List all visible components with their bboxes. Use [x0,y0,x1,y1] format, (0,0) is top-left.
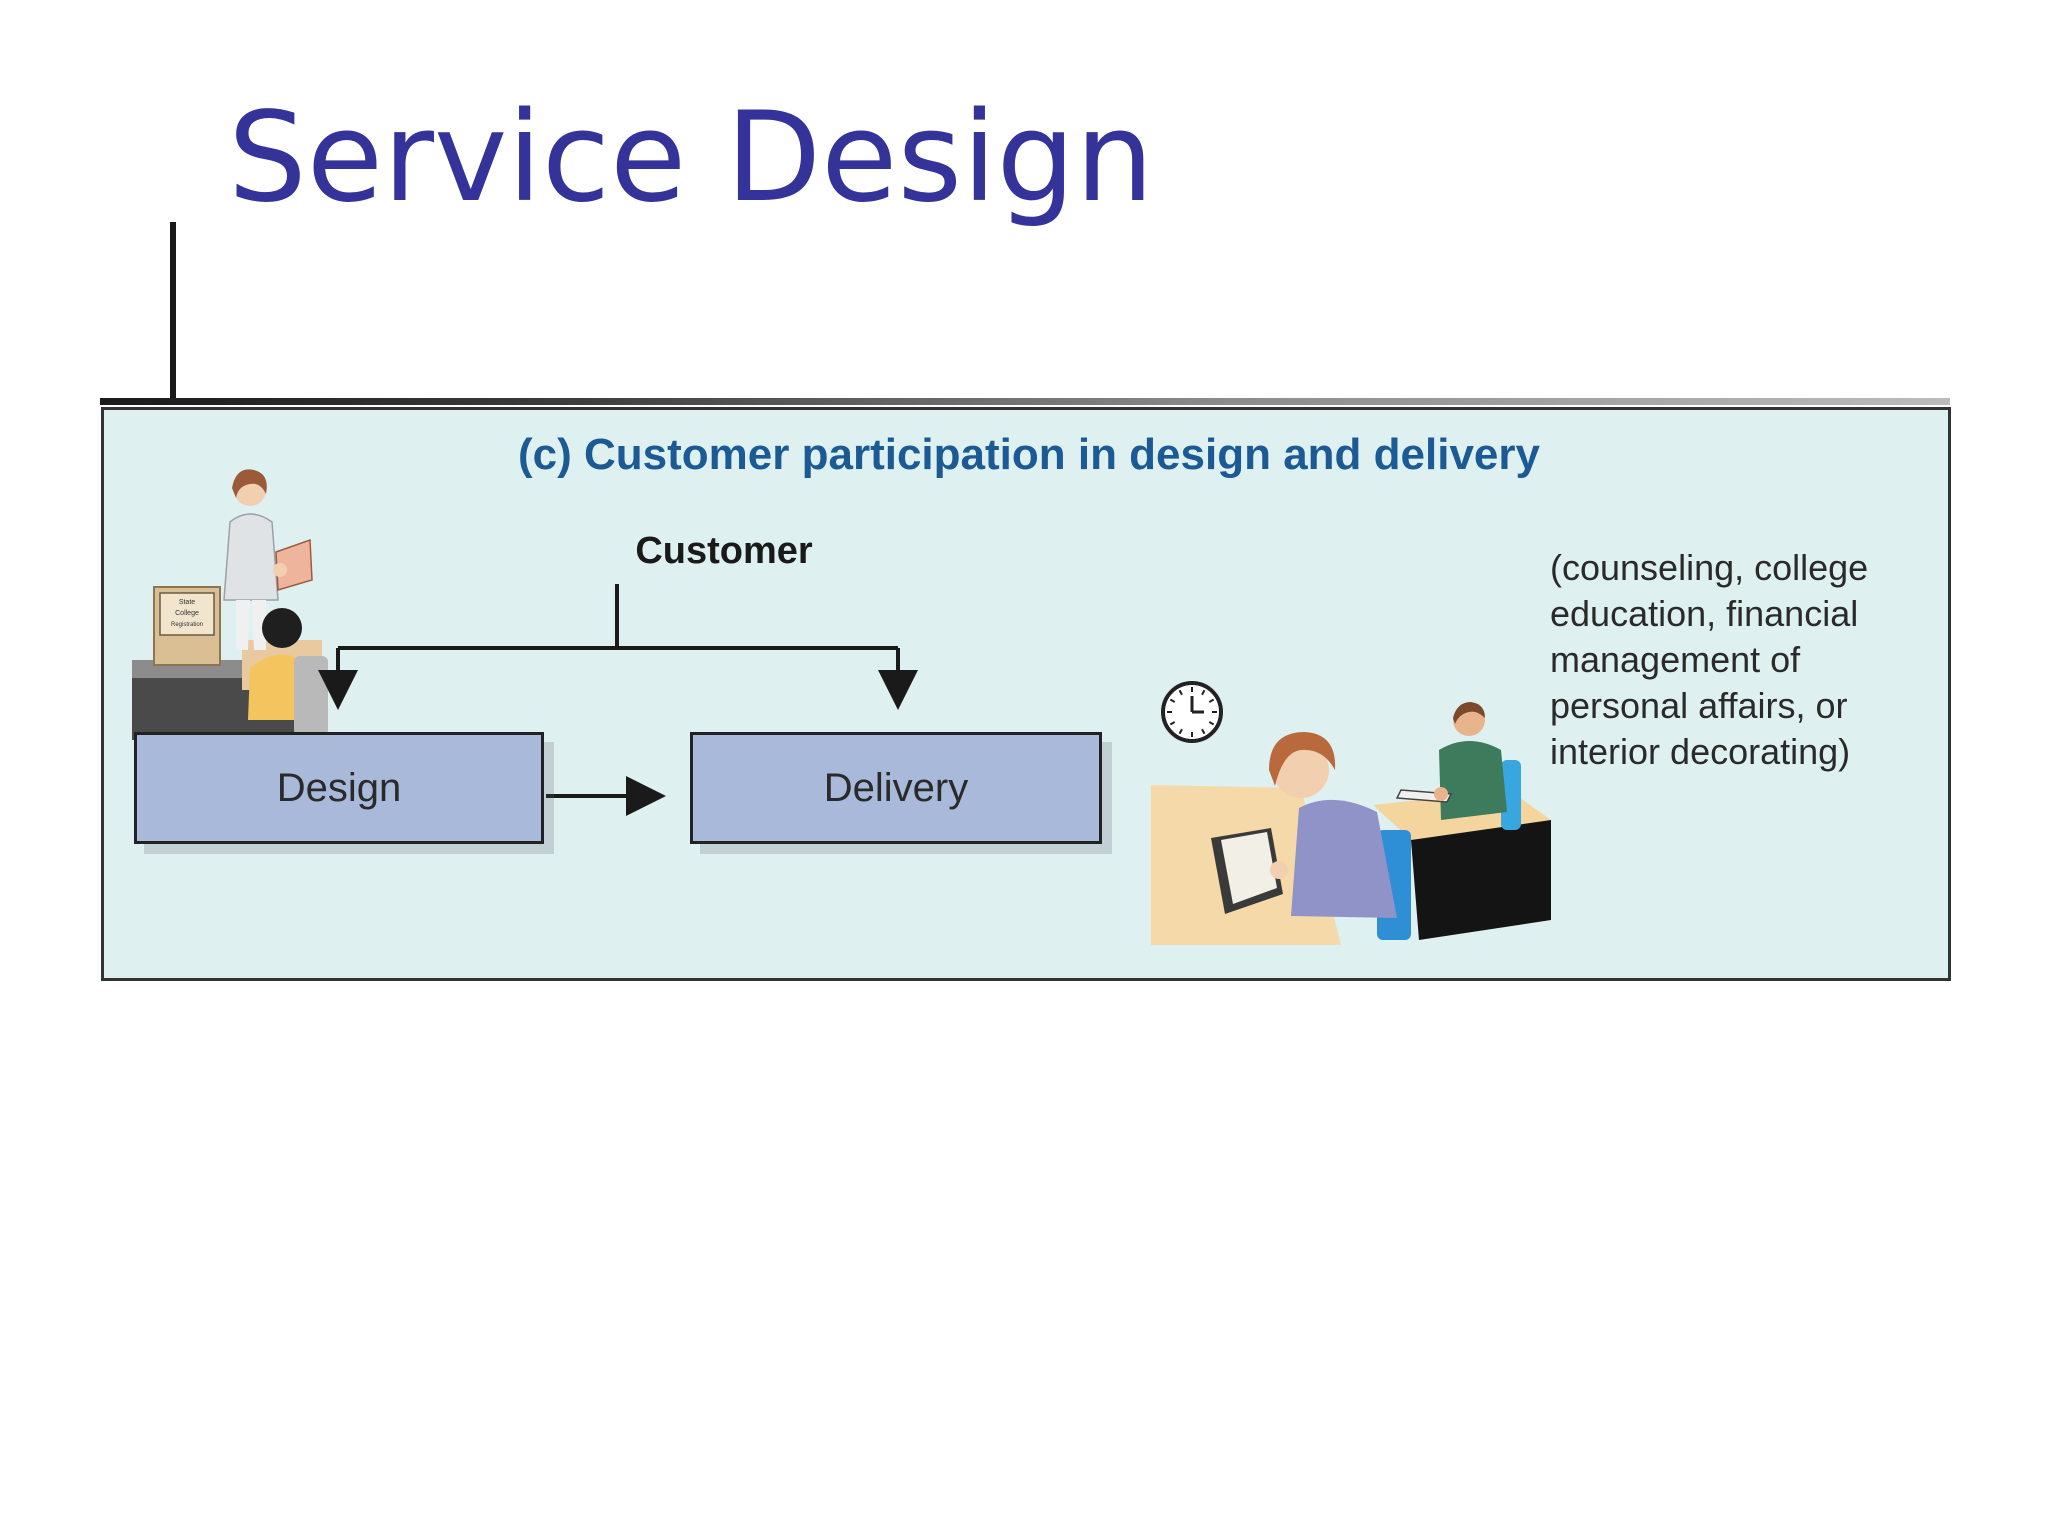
design-box: Design [134,732,544,844]
flow-connectors [318,584,918,816]
examples-text: (counseling, college education, financia… [1550,547,1869,772]
title-horizontal-rule [100,398,1950,405]
delivery-box: Delivery [690,732,1102,844]
registration-desk-illustration: State College Registration [132,469,328,740]
title-vertical-rule [170,222,176,402]
students-studying-illustration [1151,702,1551,945]
sign-line-2: College [175,610,199,617]
sign-line-1: State [179,599,195,606]
figure-panel: (c) Customer participation in design and… [101,407,1951,981]
customer-label: Customer [635,530,813,572]
clock-icon [1161,681,1223,743]
design-box-label: Design [276,765,402,810]
slide-title: Service Design [228,86,1154,230]
customer-connector [318,584,918,710]
figure-title: (c) Customer participation in design and… [518,430,1540,479]
delivery-box-label: Delivery [823,765,969,810]
sign-line-3: Registration [171,622,203,628]
